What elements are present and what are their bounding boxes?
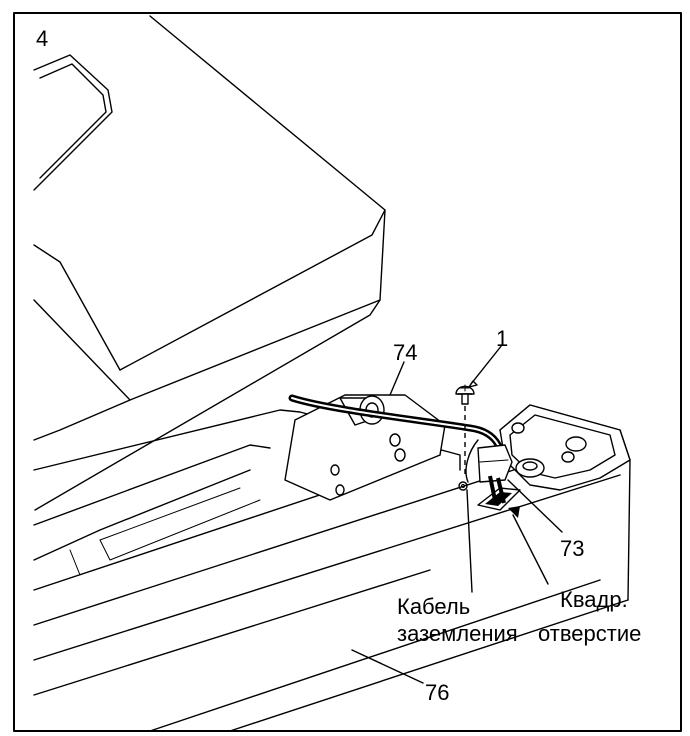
callout-bracket: 73 bbox=[560, 536, 584, 561]
screw-1 bbox=[455, 384, 475, 478]
upright-frame bbox=[33, 409, 629, 732]
diagram-border bbox=[13, 12, 682, 732]
callout-screw: 1 bbox=[496, 326, 508, 351]
step-number: 4 bbox=[36, 26, 48, 51]
callout-ground-cable-line1: Кабель bbox=[397, 594, 470, 619]
callout-ground-cable-line2: заземления bbox=[397, 621, 518, 646]
callout-square-hole-line1: Квадр. bbox=[560, 587, 628, 612]
console-housing bbox=[33, 15, 386, 511]
leader-lines bbox=[351, 344, 563, 684]
base-bracket bbox=[499, 404, 631, 601]
ground-wire bbox=[458, 439, 479, 491]
callout-square-hole-line2: отверстие bbox=[538, 621, 641, 646]
connector-73 bbox=[477, 444, 521, 511]
callout-frame-part: 76 bbox=[425, 680, 449, 705]
callout-cable: 74 bbox=[393, 340, 417, 365]
